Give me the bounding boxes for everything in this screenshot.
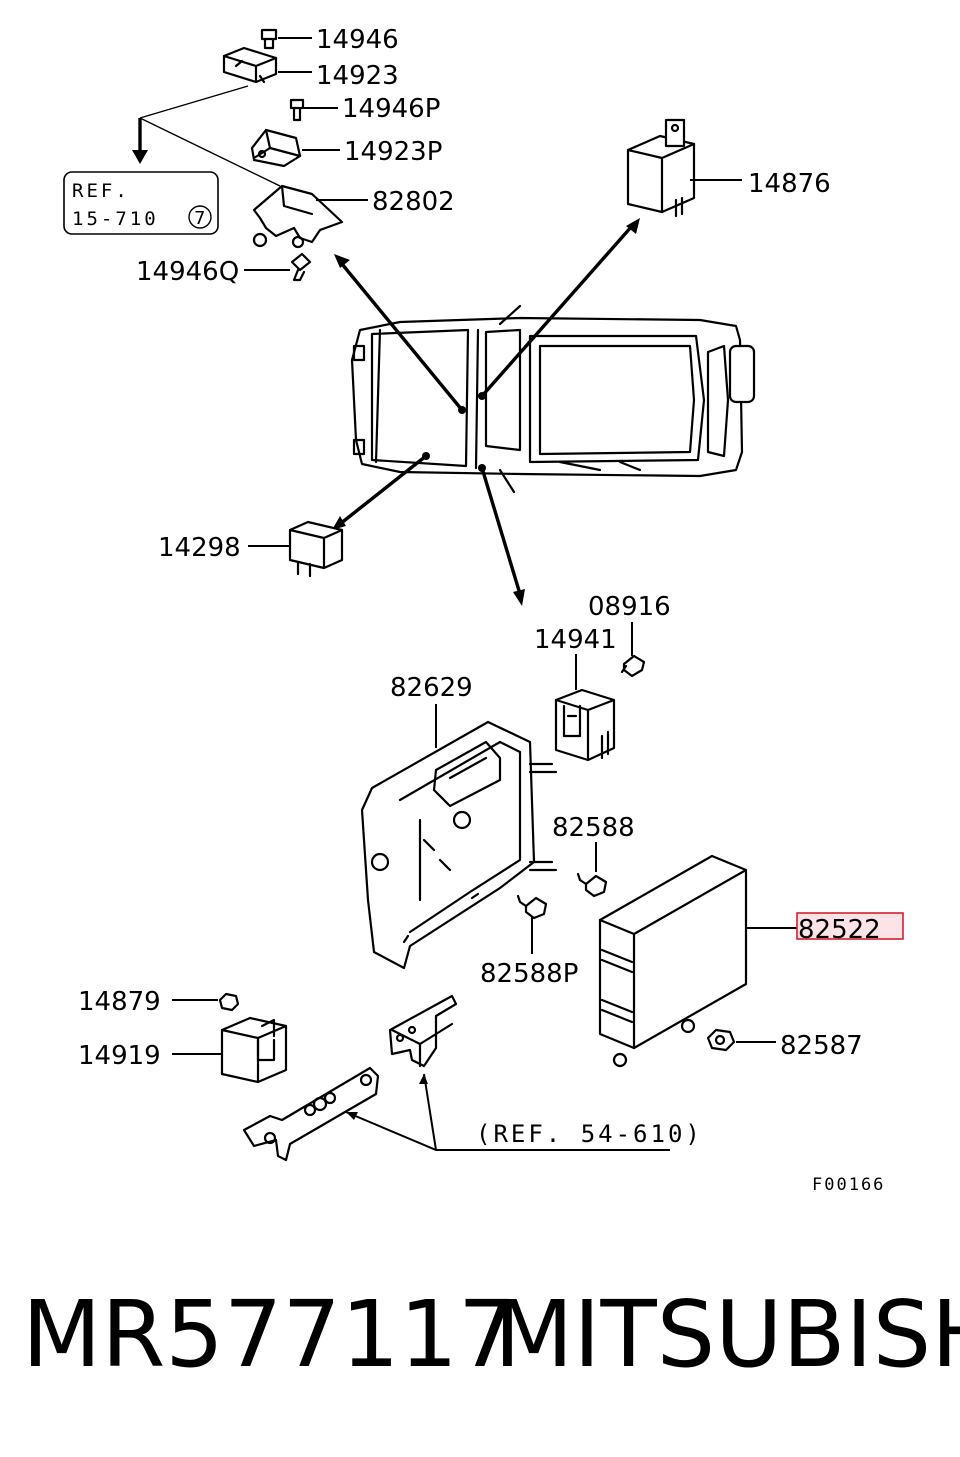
label-82629: 82629 — [390, 673, 473, 703]
bolt-14946Q — [244, 252, 312, 282]
highlight-box — [796, 912, 904, 940]
label-14876: 14876 — [748, 169, 831, 199]
label-82802: 82802 — [372, 187, 455, 217]
ref-circle-icon — [188, 205, 212, 229]
label-82588: 82588 — [552, 813, 635, 843]
label-82588P: 82588P — [480, 959, 578, 989]
locator-arrows — [332, 218, 640, 606]
ref-top-line1: REF. — [72, 180, 130, 202]
ref-top-line2: 15-710 — [72, 208, 159, 230]
relay-14919 — [172, 1016, 288, 1084]
ref-54-610-leaders — [345, 1073, 670, 1151]
bracket-upper — [388, 994, 458, 1068]
label-14923P: 14923P — [344, 137, 442, 167]
screw-14879 — [172, 992, 240, 1012]
bracket-lower — [242, 1066, 380, 1162]
label-14879: 14879 — [78, 987, 161, 1017]
caption-brand: MITSUBISHI — [494, 1281, 960, 1388]
screw-08916 — [620, 622, 646, 678]
caption-part-number: MR577117 — [22, 1281, 517, 1388]
bolt-82588 — [576, 842, 608, 898]
label-14946Q: 14946Q — [136, 257, 239, 287]
relay-14941 — [554, 654, 616, 762]
label-14298: 14298 — [158, 533, 241, 563]
plate-82629 — [360, 704, 558, 970]
label-14923: 14923 — [316, 61, 399, 91]
nut-82587 — [706, 1028, 776, 1052]
label-82587: 82587 — [780, 1031, 863, 1061]
label-14919: 14919 — [78, 1041, 161, 1071]
label-14946P: 14946P — [342, 94, 440, 124]
ref-54-610: (REF. 54-610) — [476, 1120, 703, 1148]
reference-box-15-710: REF. 15-710 7 — [63, 171, 219, 235]
sensor-14923P — [250, 128, 340, 168]
figure-code: F00166 — [812, 1175, 885, 1195]
label-14941: 14941 — [534, 625, 617, 655]
relay-14876 — [626, 118, 742, 218]
label-82522[interactable]: 82522 — [798, 915, 881, 945]
bolt-14946 — [260, 28, 312, 50]
relay-14298 — [248, 520, 344, 578]
vehicle-top-view — [350, 304, 756, 494]
ecu-82522 — [598, 854, 798, 1068]
bolt-82588P — [516, 894, 548, 954]
ref-bracket-lines — [132, 85, 281, 187]
label-08916: 08916 — [588, 592, 671, 622]
bracket-82802 — [252, 184, 368, 249]
sensor-14923 — [222, 46, 312, 84]
label-14946: 14946 — [316, 25, 399, 55]
bolt-14946P — [289, 98, 338, 122]
ref-circle-number: 7 — [194, 208, 205, 229]
